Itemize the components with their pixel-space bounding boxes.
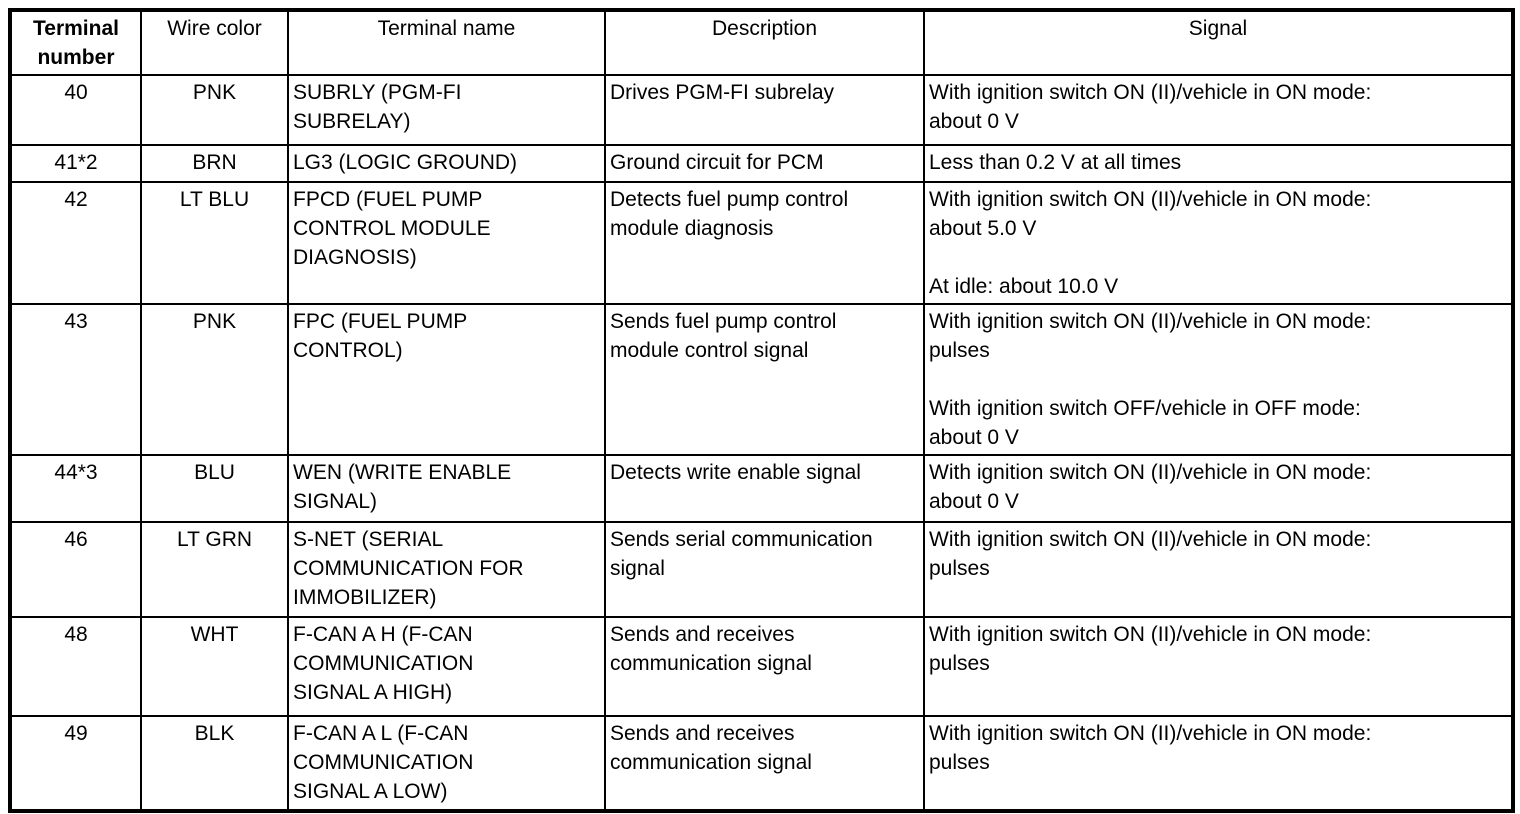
description-cell: Detects write enable signal <box>604 454 925 523</box>
terminal-number-cell: 48 <box>9 616 142 717</box>
signal-cell: With ignition switch ON (II)/vehicle in … <box>923 181 1514 305</box>
description-cell: Sends serial communication signal <box>604 521 925 618</box>
wire-color-cell: LT BLU <box>140 181 289 305</box>
table-row: 44*3 BLU WEN (WRITE ENABLE SIGNAL) Detec… <box>9 454 1514 523</box>
terminal-number-cell: 49 <box>9 715 142 812</box>
description-cell: Detects fuel pump control module diagnos… <box>604 181 925 305</box>
signal-cell: With ignition switch ON (II)/vehicle in … <box>923 303 1514 456</box>
terminal-name-cell: F-CAN A H (F-CAN COMMUNICATION SIGNAL A … <box>287 616 606 717</box>
wire-color-cell: PNK <box>140 74 289 146</box>
terminal-name-cell: WEN (WRITE ENABLE SIGNAL) <box>287 454 606 523</box>
signal-cell: With ignition switch ON (II)/vehicle in … <box>923 74 1514 146</box>
terminal-number-cell: 44*3 <box>9 454 142 523</box>
terminal-number-cell: 41*2 <box>9 144 142 183</box>
wire-color-cell: BRN <box>140 144 289 183</box>
header-wire-color: Wire color <box>140 9 289 76</box>
header-row: Terminal number Wire color Terminal name… <box>9 9 1514 76</box>
wire-color-cell: LT GRN <box>140 521 289 618</box>
table-row: 46 LT GRN S-NET (SERIAL COMMUNICATION FO… <box>9 521 1514 618</box>
terminal-number-cell: 46 <box>9 521 142 618</box>
terminal-number-cell: 40 <box>9 74 142 146</box>
wire-color-cell: BLU <box>140 454 289 523</box>
description-cell: Sends fuel pump control module control s… <box>604 303 925 456</box>
table-row: 40 PNK SUBRLY (PGM-FI SUBRELAY) Drives P… <box>9 74 1514 146</box>
header-terminal-number: Terminal number <box>9 9 142 76</box>
wire-color-cell: WHT <box>140 616 289 717</box>
table-row: 43 PNK FPC (FUEL PUMP CONTROL) Sends fue… <box>9 303 1514 456</box>
description-cell: Ground circuit for PCM <box>604 144 925 183</box>
header-terminal-name: Terminal name <box>287 9 606 76</box>
signal-cell: With ignition switch ON (II)/vehicle in … <box>923 616 1514 717</box>
terminal-number-cell: 42 <box>9 181 142 305</box>
table-row: 48 WHT F-CAN A H (F-CAN COMMUNICATION SI… <box>9 616 1514 717</box>
signal-cell: With ignition switch ON (II)/vehicle in … <box>923 454 1514 523</box>
terminal-name-cell: FPCD (FUEL PUMP CONTROL MODULE DIAGNOSIS… <box>287 181 606 305</box>
terminal-number-cell: 43 <box>9 303 142 456</box>
terminal-name-cell: LG3 (LOGIC GROUND) <box>287 144 606 183</box>
terminal-name-cell: F-CAN A L (F-CAN COMMUNICATION SIGNAL A … <box>287 715 606 812</box>
terminal-name-cell: SUBRLY (PGM-FI SUBRELAY) <box>287 74 606 146</box>
signal-cell: Less than 0.2 V at all times <box>923 144 1514 183</box>
wire-color-cell: PNK <box>140 303 289 456</box>
description-cell: Drives PGM-FI subrelay <box>604 74 925 146</box>
signal-cell: With ignition switch ON (II)/vehicle in … <box>923 521 1514 618</box>
table-row: 42 LT BLU FPCD (FUEL PUMP CONTROL MODULE… <box>9 181 1514 305</box>
header-signal: Signal <box>923 9 1514 76</box>
table-row: 49 BLK F-CAN A L (F-CAN COMMUNICATION SI… <box>9 715 1514 812</box>
description-cell: Sends and receives communication signal <box>604 616 925 717</box>
pcm-terminal-table: Terminal number Wire color Terminal name… <box>8 8 1515 813</box>
wire-color-cell: BLK <box>140 715 289 812</box>
terminal-name-cell: FPC (FUEL PUMP CONTROL) <box>287 303 606 456</box>
header-description: Description <box>604 9 925 76</box>
terminal-name-cell: S-NET (SERIAL COMMUNICATION FOR IMMOBILI… <box>287 521 606 618</box>
signal-cell: With ignition switch ON (II)/vehicle in … <box>923 715 1514 812</box>
table-row: 41*2 BRN LG3 (LOGIC GROUND) Ground circu… <box>9 144 1514 183</box>
description-cell: Sends and receives communication signal <box>604 715 925 812</box>
